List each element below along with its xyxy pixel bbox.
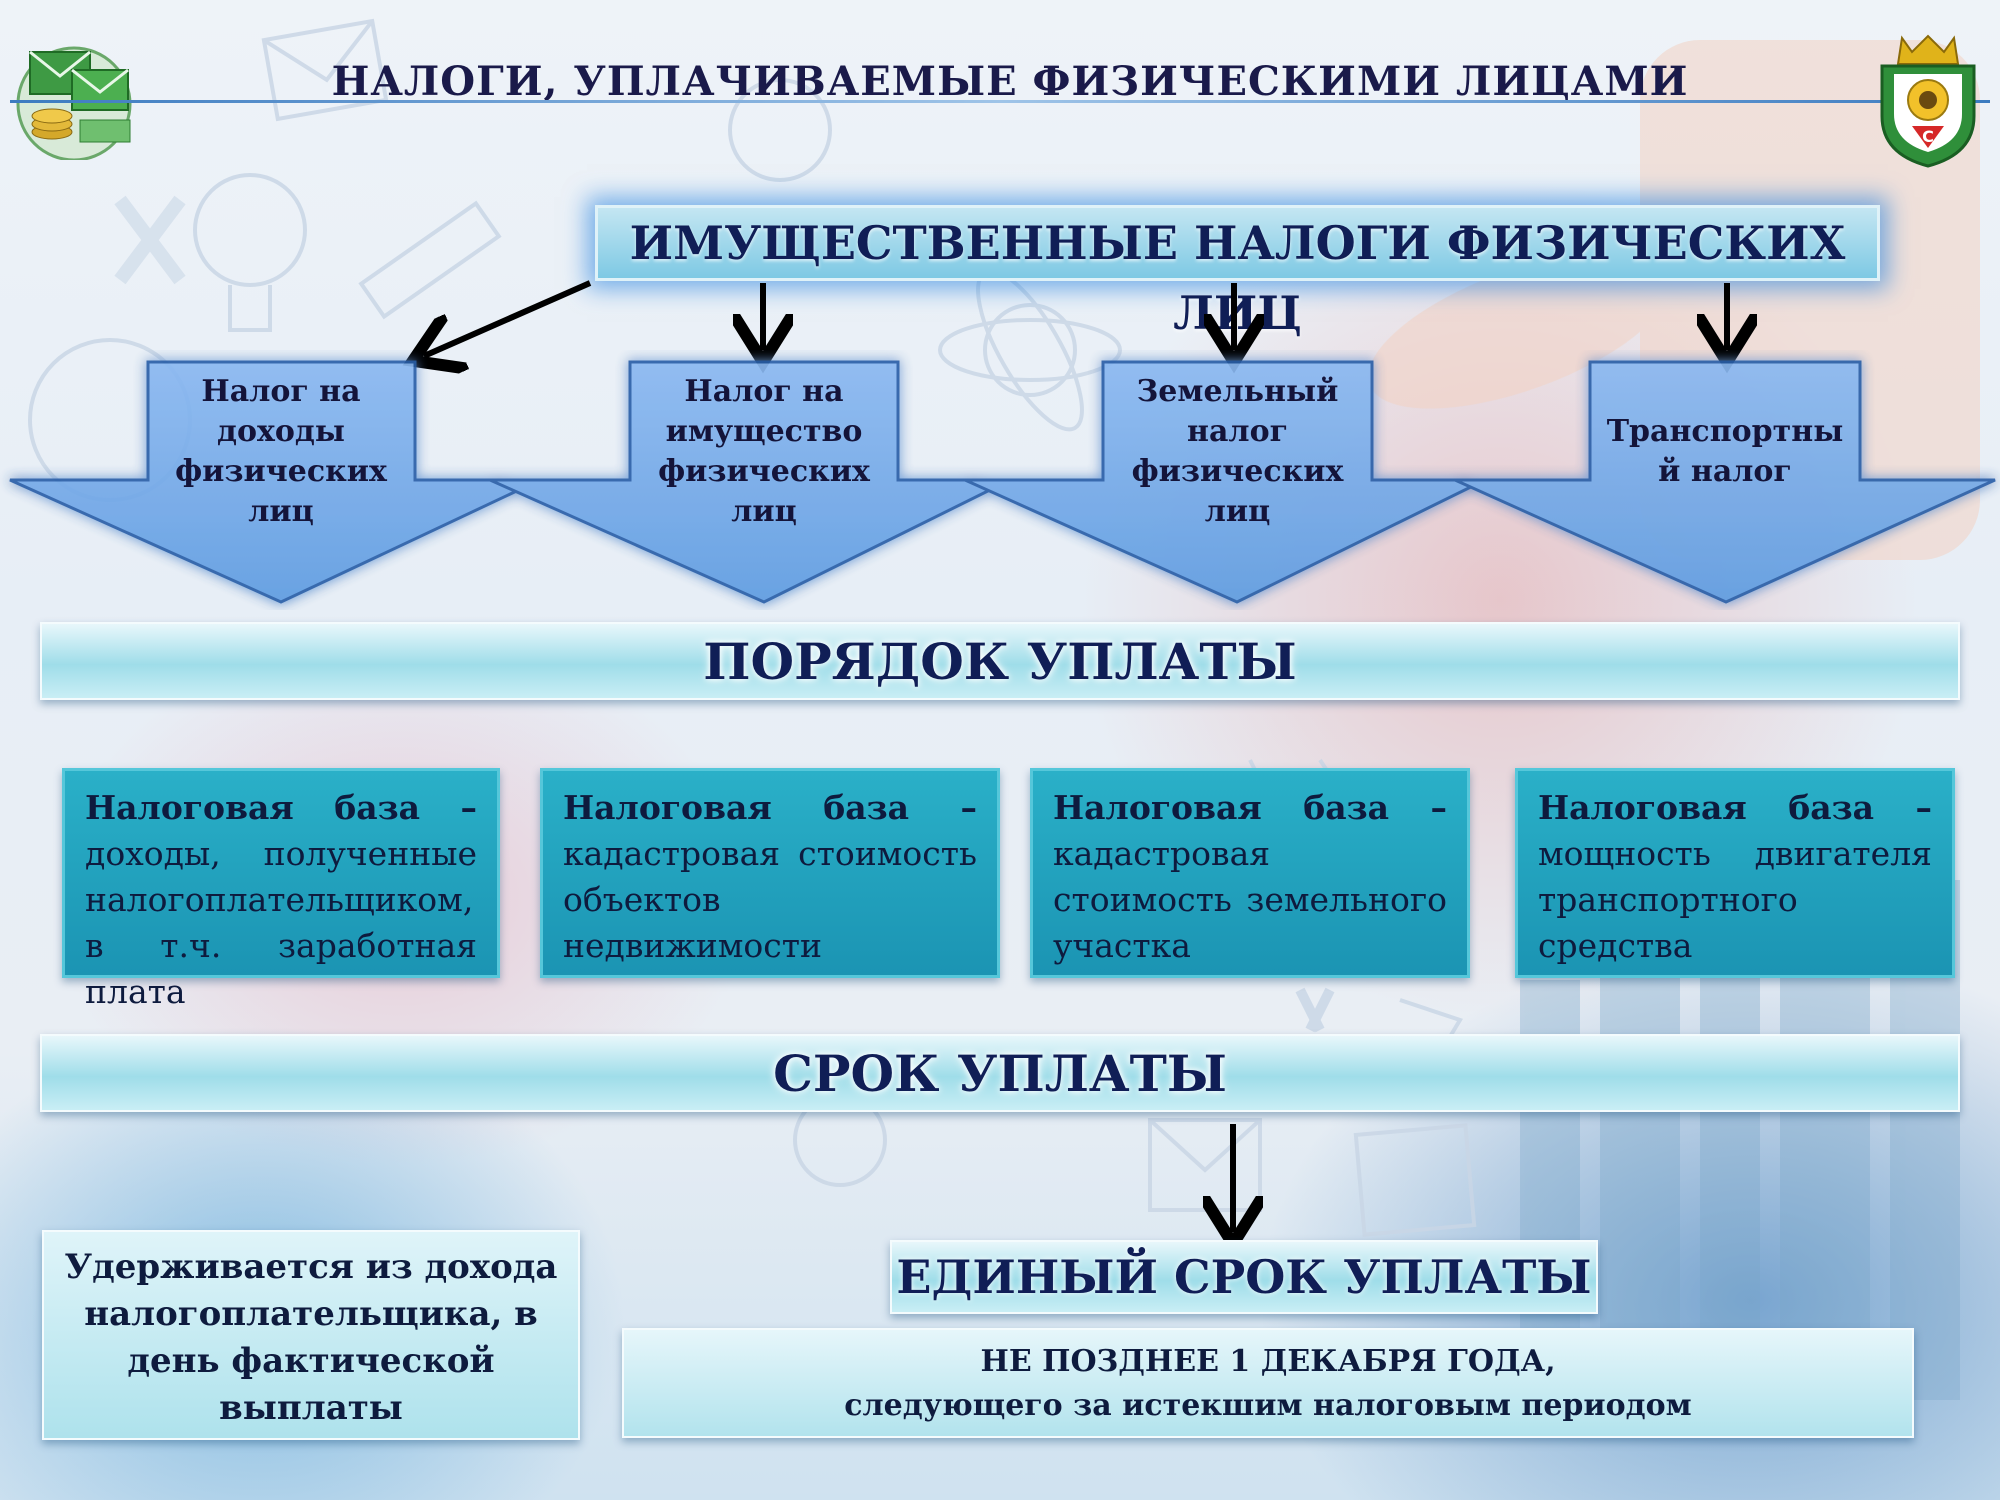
- category-shape-income: [9, 360, 541, 604]
- category-line: лиц: [248, 494, 314, 529]
- withheld-line: день фактической: [127, 1341, 495, 1381]
- payment-term-heading: СРОК УПЛАТЫ: [40, 1034, 1960, 1112]
- page-title: НАЛОГИ, УПЛАЧИВАЕМЫЕ ФИЗИЧЕСКИМИ ЛИЦАМИ: [331, 58, 1689, 105]
- tax-base-transport: Налоговая база – мощность двигателя тран…: [1515, 768, 1955, 978]
- category-line: имущество: [665, 414, 863, 449]
- tax-base-text: мощность двигателя транспортного средств…: [1538, 834, 1932, 965]
- tax-base-text: кадастровая стоимость объектов недвижимо…: [563, 834, 977, 965]
- svg-text:С: С: [1922, 127, 1934, 146]
- coat-of-arms-icon: С: [1872, 30, 1984, 170]
- tax-base-property: Налоговая база – кадастровая стоимость о…: [540, 768, 1000, 978]
- category-shapes: [9, 360, 1996, 604]
- category-line: физических: [1131, 454, 1344, 489]
- tax-base-income: Налоговая база – доходы, полученные нало…: [62, 768, 500, 1011]
- category-property-tax: Налог на имущество физических лиц: [632, 372, 896, 532]
- main-heading: ИМУЩЕСТВЕННЫЕ НАЛОГИ ФИЗИЧЕСКИХ ЛИЦ: [595, 205, 1880, 340]
- withheld-note: Удерживается из дохода налогоплательщика…: [42, 1230, 580, 1440]
- category-income-tax: Налог на доходы физических лиц: [150, 372, 412, 532]
- category-line: Налог на: [684, 374, 844, 409]
- category-line: Налог на: [201, 374, 361, 409]
- deadline-details: НЕ ПОЗДНЕЕ 1 ДЕКАБРЯ ГОДА, следующего за…: [622, 1328, 1914, 1438]
- title-divider: [10, 100, 1990, 103]
- category-land-tax: Земельный налог физических лиц: [1105, 372, 1370, 532]
- money-envelope-icon: [12, 40, 142, 162]
- tax-base-label: Налоговая база –: [563, 788, 977, 827]
- tax-base-text: доходы, полученные налогоплательщиком, в…: [85, 834, 477, 1011]
- category-line: налог: [1187, 414, 1288, 449]
- withheld-line: Удерживается из дохода: [64, 1247, 558, 1287]
- deadline-line: следующего за истекшим налоговым периодо…: [844, 1388, 1692, 1423]
- withheld-line: налогоплательщика, в: [84, 1294, 538, 1334]
- tax-base-land: Налоговая база – кадастровая стоимость з…: [1030, 768, 1470, 978]
- single-deadline-heading: ЕДИНЫЙ СРОК УПЛАТЫ: [890, 1240, 1598, 1314]
- deadline-line: НЕ ПОЗДНЕЕ 1 ДЕКАБРЯ ГОДА,: [980, 1344, 1556, 1379]
- category-shape-land: [964, 360, 1486, 604]
- category-line: доходы: [217, 414, 345, 449]
- category-transport-tax: Транспортны й налог: [1592, 412, 1858, 492]
- arrow-to-income-tax: [424, 280, 592, 356]
- category-shape-transport: [1454, 360, 1996, 604]
- category-line: физических: [658, 454, 870, 489]
- tax-base-label: Налоговая база –: [1053, 788, 1447, 827]
- withheld-line: выплаты: [219, 1388, 403, 1428]
- tax-base-label: Налоговая база –: [85, 788, 477, 827]
- category-line: Транспортны: [1606, 414, 1844, 449]
- category-line: физических: [175, 454, 387, 489]
- category-shape-property: [489, 360, 1011, 604]
- category-line: лиц: [731, 494, 797, 529]
- category-line: й налог: [1658, 454, 1792, 489]
- tax-base-text: кадастровая стоимость земельного участка: [1053, 834, 1447, 965]
- category-line: лиц: [1204, 494, 1271, 529]
- payment-order-heading: ПОРЯДОК УПЛАТЫ: [40, 622, 1960, 700]
- category-line: Земельный: [1136, 374, 1339, 409]
- tax-base-label: Налоговая база –: [1538, 788, 1932, 827]
